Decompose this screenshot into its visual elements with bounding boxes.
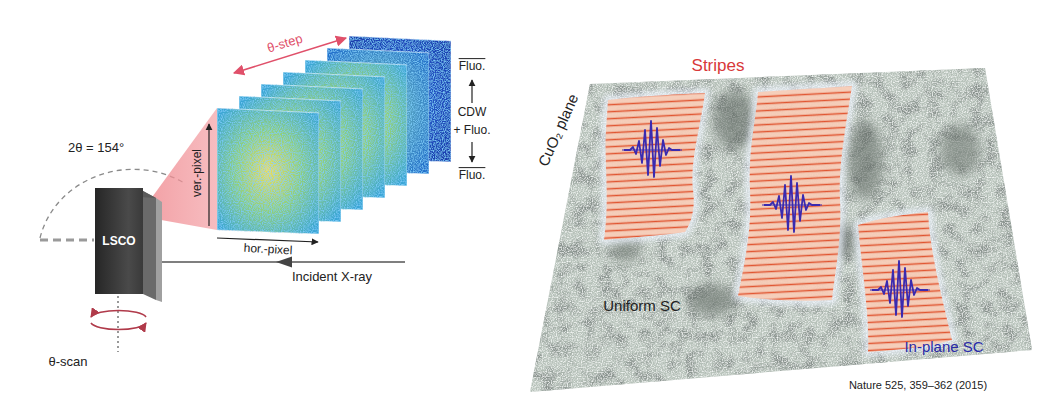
horizontal-pixel-arrow — [217, 238, 318, 242]
sample-label: LSCO — [102, 234, 135, 248]
rotation-axis — [117, 296, 118, 352]
figure-caption: Nature 525, 359–362 (2015) — [849, 379, 987, 392]
beam-label: Incident X-ray — [292, 270, 372, 285]
sample-crystal: LSCO — [95, 188, 143, 294]
detector-frame — [217, 108, 319, 234]
phase-label: Uniform SC — [603, 297, 681, 314]
scattered-beam-cone — [150, 108, 319, 234]
theta-rotation-arrow — [91, 311, 146, 317]
angle-label: 2θ = 154° — [68, 141, 124, 156]
phase-label: In-plane SC — [904, 338, 983, 355]
stripe-domain — [738, 86, 852, 301]
stripe-halo — [604, 86, 952, 352]
cuo2-plane-illustration — [530, 68, 1032, 392]
axis-label: ver.-pixel — [191, 149, 205, 197]
stripes-label: Stripes — [692, 56, 745, 76]
detector-frames — [217, 36, 451, 234]
cuo2-plane — [530, 68, 1032, 392]
stripe-domain — [858, 212, 952, 352]
plane-label: CuO₂ plane — [534, 91, 581, 169]
fluorescence-label: Fluo. — [459, 169, 486, 183]
vertical-pixel-arrow — [208, 124, 209, 226]
incident-arrowhead — [276, 257, 292, 268]
down-arrow — [471, 142, 472, 162]
fluorescence-label: Fluo. — [459, 60, 486, 74]
sample-side — [143, 191, 156, 300]
wave-packet — [762, 176, 822, 232]
wave-packet — [870, 261, 930, 317]
up-arrow — [471, 80, 472, 103]
beam-extension — [40, 239, 94, 242]
cdw-label: CDW — [458, 106, 487, 120]
wave-packet — [622, 121, 682, 177]
fluorescence-label: + Fluo. — [453, 124, 490, 138]
theta-rotation-arrow — [91, 323, 146, 329]
sample-substrate — [156, 198, 162, 302]
frame-annotations — [209, 38, 472, 242]
scan-label: θ-scan — [48, 355, 87, 370]
stripe-domain — [604, 93, 705, 240]
axis-label: hor.-pixel — [243, 242, 292, 258]
